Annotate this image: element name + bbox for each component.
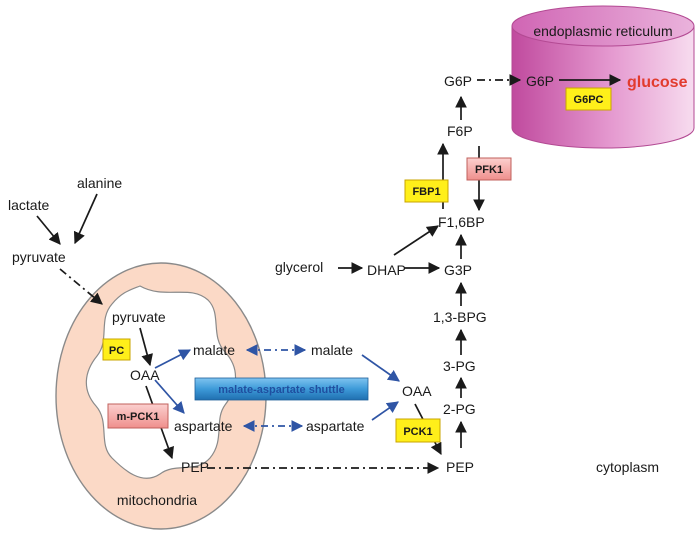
arrow-lactate-pyruvate xyxy=(36,215,61,245)
shuttle-arrows xyxy=(154,344,400,432)
enzyme-fbp1: FBP1 xyxy=(404,179,449,203)
pep-cyto-label: PEP xyxy=(446,459,474,475)
shuttle-banner: malate-aspartate shuttle xyxy=(194,377,369,401)
lactate-label: lactate xyxy=(8,197,49,213)
malate-cyto-label: malate xyxy=(311,342,353,358)
alanine-label: alanine xyxy=(77,175,122,191)
mitochondria-label: mitochondria xyxy=(117,492,197,508)
arrow-pyruvate-oaa xyxy=(139,327,153,367)
g6p-cytosol-label: G6P xyxy=(444,73,472,89)
enzyme-pfk1-label: PFK1 xyxy=(475,164,503,176)
enzyme-g6pc-label: G6PC xyxy=(574,94,604,106)
enzyme-g6pc: G6PC xyxy=(565,87,612,111)
dhap-label: DHAP xyxy=(367,262,406,278)
arrow-dhap-f16bp xyxy=(393,225,439,256)
glycerol-label: glycerol xyxy=(275,259,323,275)
aspartate-mito-label: aspartate xyxy=(174,418,233,434)
enzyme-m-pck1-label: m-PCK1 xyxy=(117,411,160,423)
arrow-alanine-pyruvate xyxy=(73,193,98,245)
cytoplasm-label: cytoplasm xyxy=(596,459,659,475)
pyruvate-cytosol-label: pyruvate xyxy=(12,249,66,265)
arrow-oaa-aspartate xyxy=(154,379,185,414)
bpg-label: 1,3-BPG xyxy=(433,309,487,325)
glucose-label: glucose xyxy=(627,74,688,91)
enzyme-pc: PC xyxy=(102,338,131,361)
er-cylinder xyxy=(511,5,695,149)
er-label: endoplasmic reticulum xyxy=(533,23,672,39)
3pg-label: 3-PG xyxy=(443,358,476,374)
malate-mito-label: malate xyxy=(193,342,235,358)
enzyme-pck1-label: PCK1 xyxy=(403,426,432,438)
oaa-cyto-label: OAA xyxy=(402,383,432,399)
enzyme-pfk1: PFK1 xyxy=(466,157,512,181)
g6p-er-label: G6P xyxy=(526,73,554,89)
shuttle-label: malate-aspartate shuttle xyxy=(218,384,345,396)
arrow-malate-oaa-cyto xyxy=(361,354,400,382)
2pg-label: 2-PG xyxy=(443,401,476,417)
pyruvate-mito-label: pyruvate xyxy=(112,309,166,325)
enzyme-fbp1-label: FBP1 xyxy=(412,186,440,198)
enzyme-m-pck1: m-PCK1 xyxy=(107,403,169,429)
oaa-mito-label: OAA xyxy=(130,367,160,383)
enzyme-pc-label: PC xyxy=(109,345,124,357)
aspartate-cyto-label: aspartate xyxy=(306,418,365,434)
pep-mito-label: PEP xyxy=(181,459,209,475)
arrow-oaa-malate xyxy=(154,349,192,369)
arrow-aspartate-oaa-cyto xyxy=(371,401,399,421)
f6p-label: F6P xyxy=(447,123,473,139)
g3p-label: G3P xyxy=(444,262,472,278)
enzyme-pck1: PCK1 xyxy=(395,418,441,443)
f16bp-label: F1,6BP xyxy=(438,214,485,230)
